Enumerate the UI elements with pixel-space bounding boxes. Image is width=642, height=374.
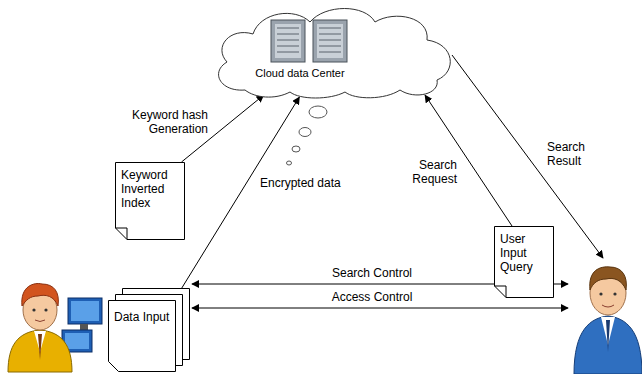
arrow-label: Search Result [545, 140, 599, 168]
access-control-arrow [192, 308, 568, 309]
node-text: Cloud data Center [235, 66, 365, 80]
node-text: Keyword Inverted Index [121, 168, 179, 210]
data-owner-figure [8, 284, 102, 372]
node-text: Data Input [114, 310, 174, 324]
arrow-label: Search Control [300, 266, 444, 280]
arrow-label: Access Control [300, 290, 444, 304]
cloud-outline [205, 2, 460, 100]
document-node: Data Input [108, 288, 190, 372]
thought-bubbles [287, 106, 328, 165]
cloud-node: Cloud data Center [205, 2, 460, 100]
edge-label: Search Request [400, 158, 459, 186]
document-node: Keyword Inverted Index [115, 162, 185, 240]
edge-label: Encrypted data [258, 176, 352, 190]
document-node: User Input Query [494, 226, 554, 298]
edge-label: Keyword hash Generation [120, 108, 210, 136]
user-figure [574, 267, 642, 374]
node-text: User Input Query [500, 232, 548, 274]
stack-outline [108, 288, 190, 372]
